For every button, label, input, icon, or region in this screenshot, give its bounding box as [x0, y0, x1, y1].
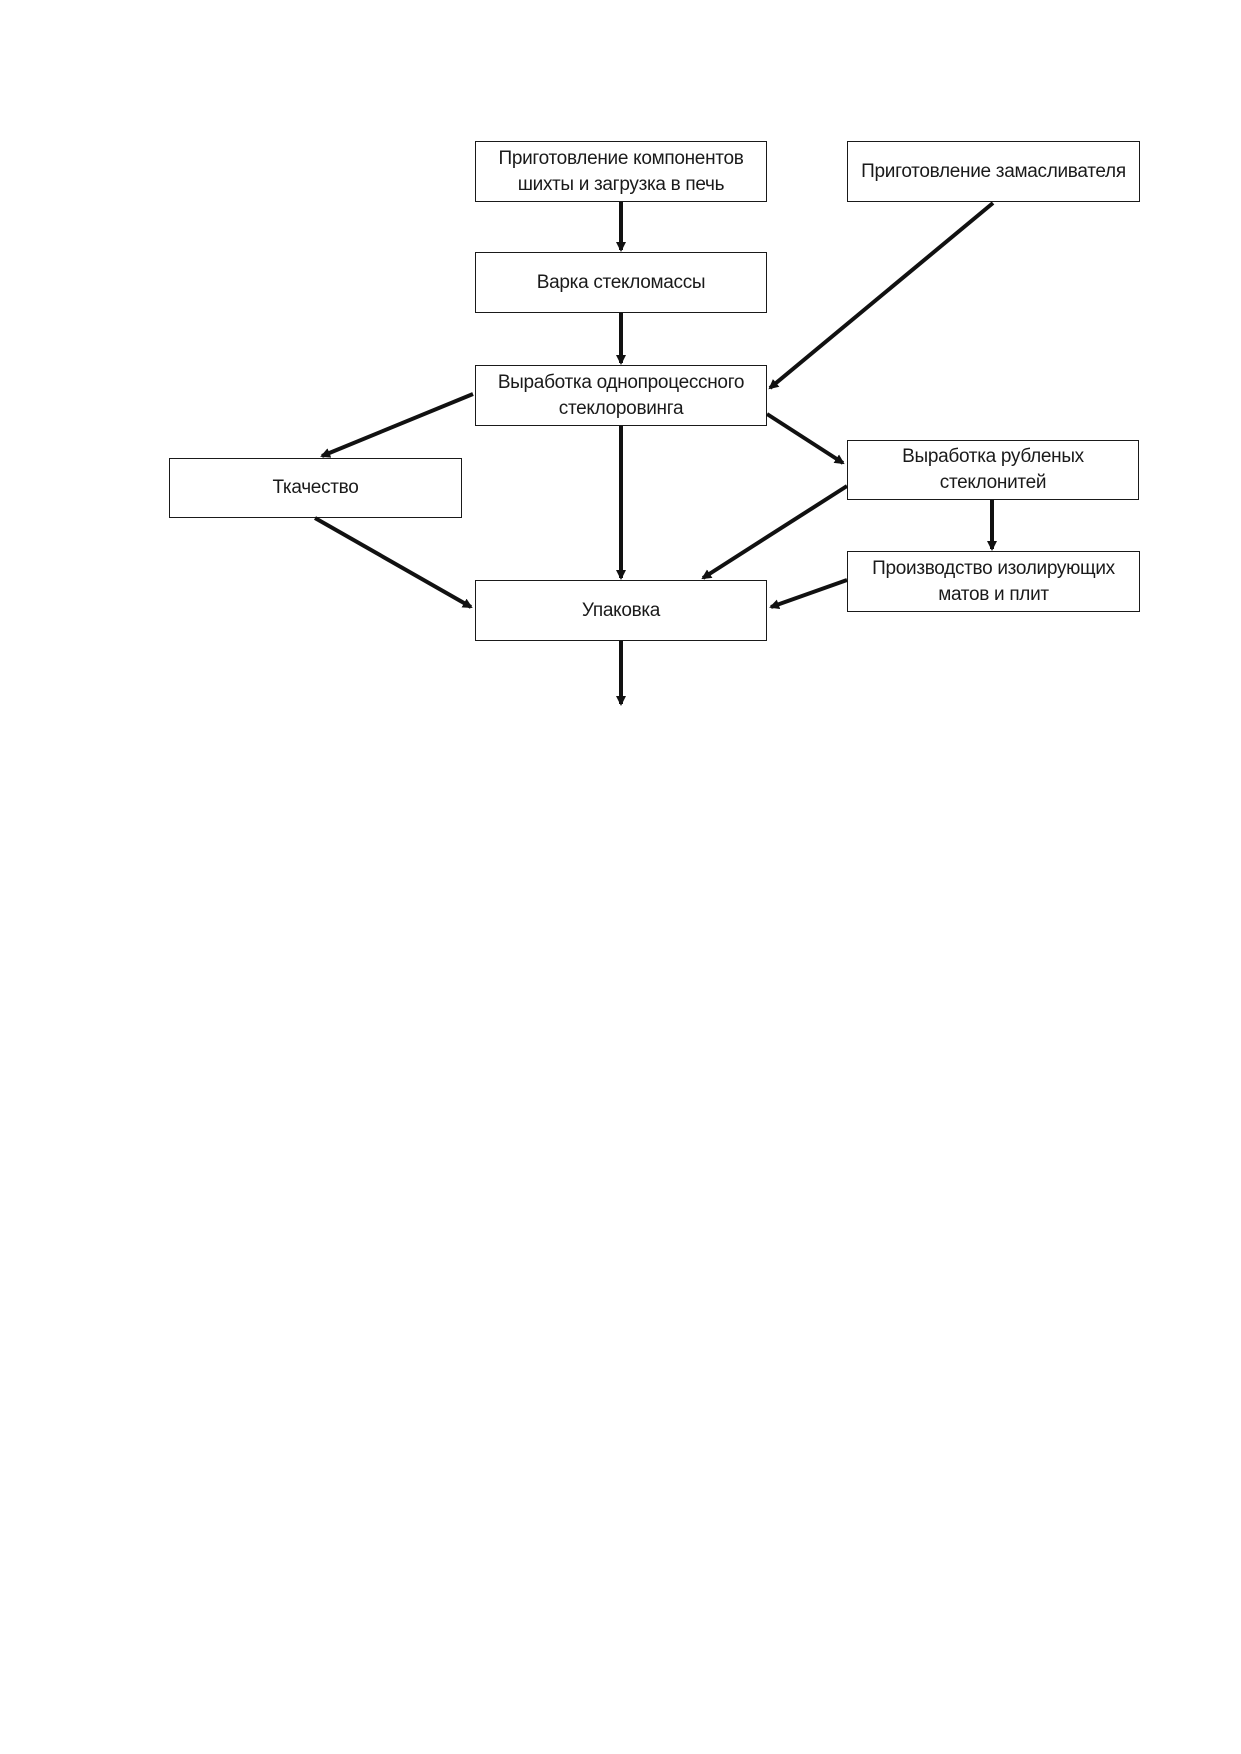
node-label-line: Упаковка	[581, 599, 661, 621]
arrow-sizing-to-roving	[768, 201, 995, 390]
arrow-chopped-to-packing	[701, 484, 849, 580]
node-label-line: Ткачество	[272, 477, 359, 498]
node-label-line: стеклонитей	[939, 472, 1047, 493]
node-label-line: Приготовление компонентов	[498, 147, 744, 169]
node-label-line: Производство изолирующих	[872, 557, 1115, 579]
node-label-line: Варка стекломассы	[536, 271, 706, 293]
node-label-line: стеклоровинга	[558, 397, 684, 419]
node-label-line: матов и плит	[938, 583, 1049, 605]
node-sizing-preparation: Приготовление замасливателя	[847, 141, 1140, 202]
arrow-roving-to-chopped	[765, 412, 845, 465]
arrow-weaving-to-packing	[314, 516, 473, 609]
node-glass-melting: Варка стекломассы	[475, 252, 767, 313]
node-label-line: Выработка рубленых	[902, 446, 1084, 467]
node-packing: Упаковка	[475, 580, 767, 641]
node-weaving: Ткачество	[169, 458, 462, 518]
node-batch-preparation-and-charging: Приготовление компонентов шихты и загруз…	[475, 141, 767, 202]
arrow-roving-to-weaving	[320, 392, 474, 458]
node-roving-production: Выработка однопроцессного стеклоровинга	[475, 365, 767, 426]
node-insulating-mats: Производство изолирующих матов и плит	[847, 551, 1140, 612]
node-chopped-strands: Выработка рубленых стеклонитей	[847, 440, 1139, 500]
arrow-mats-to-packing	[769, 578, 848, 610]
node-label-line: Выработка однопроцессного	[497, 371, 745, 393]
node-label-line: Приготовление замасливателя	[861, 160, 1126, 182]
node-label-line: шихты и загрузка в печь	[517, 173, 725, 195]
